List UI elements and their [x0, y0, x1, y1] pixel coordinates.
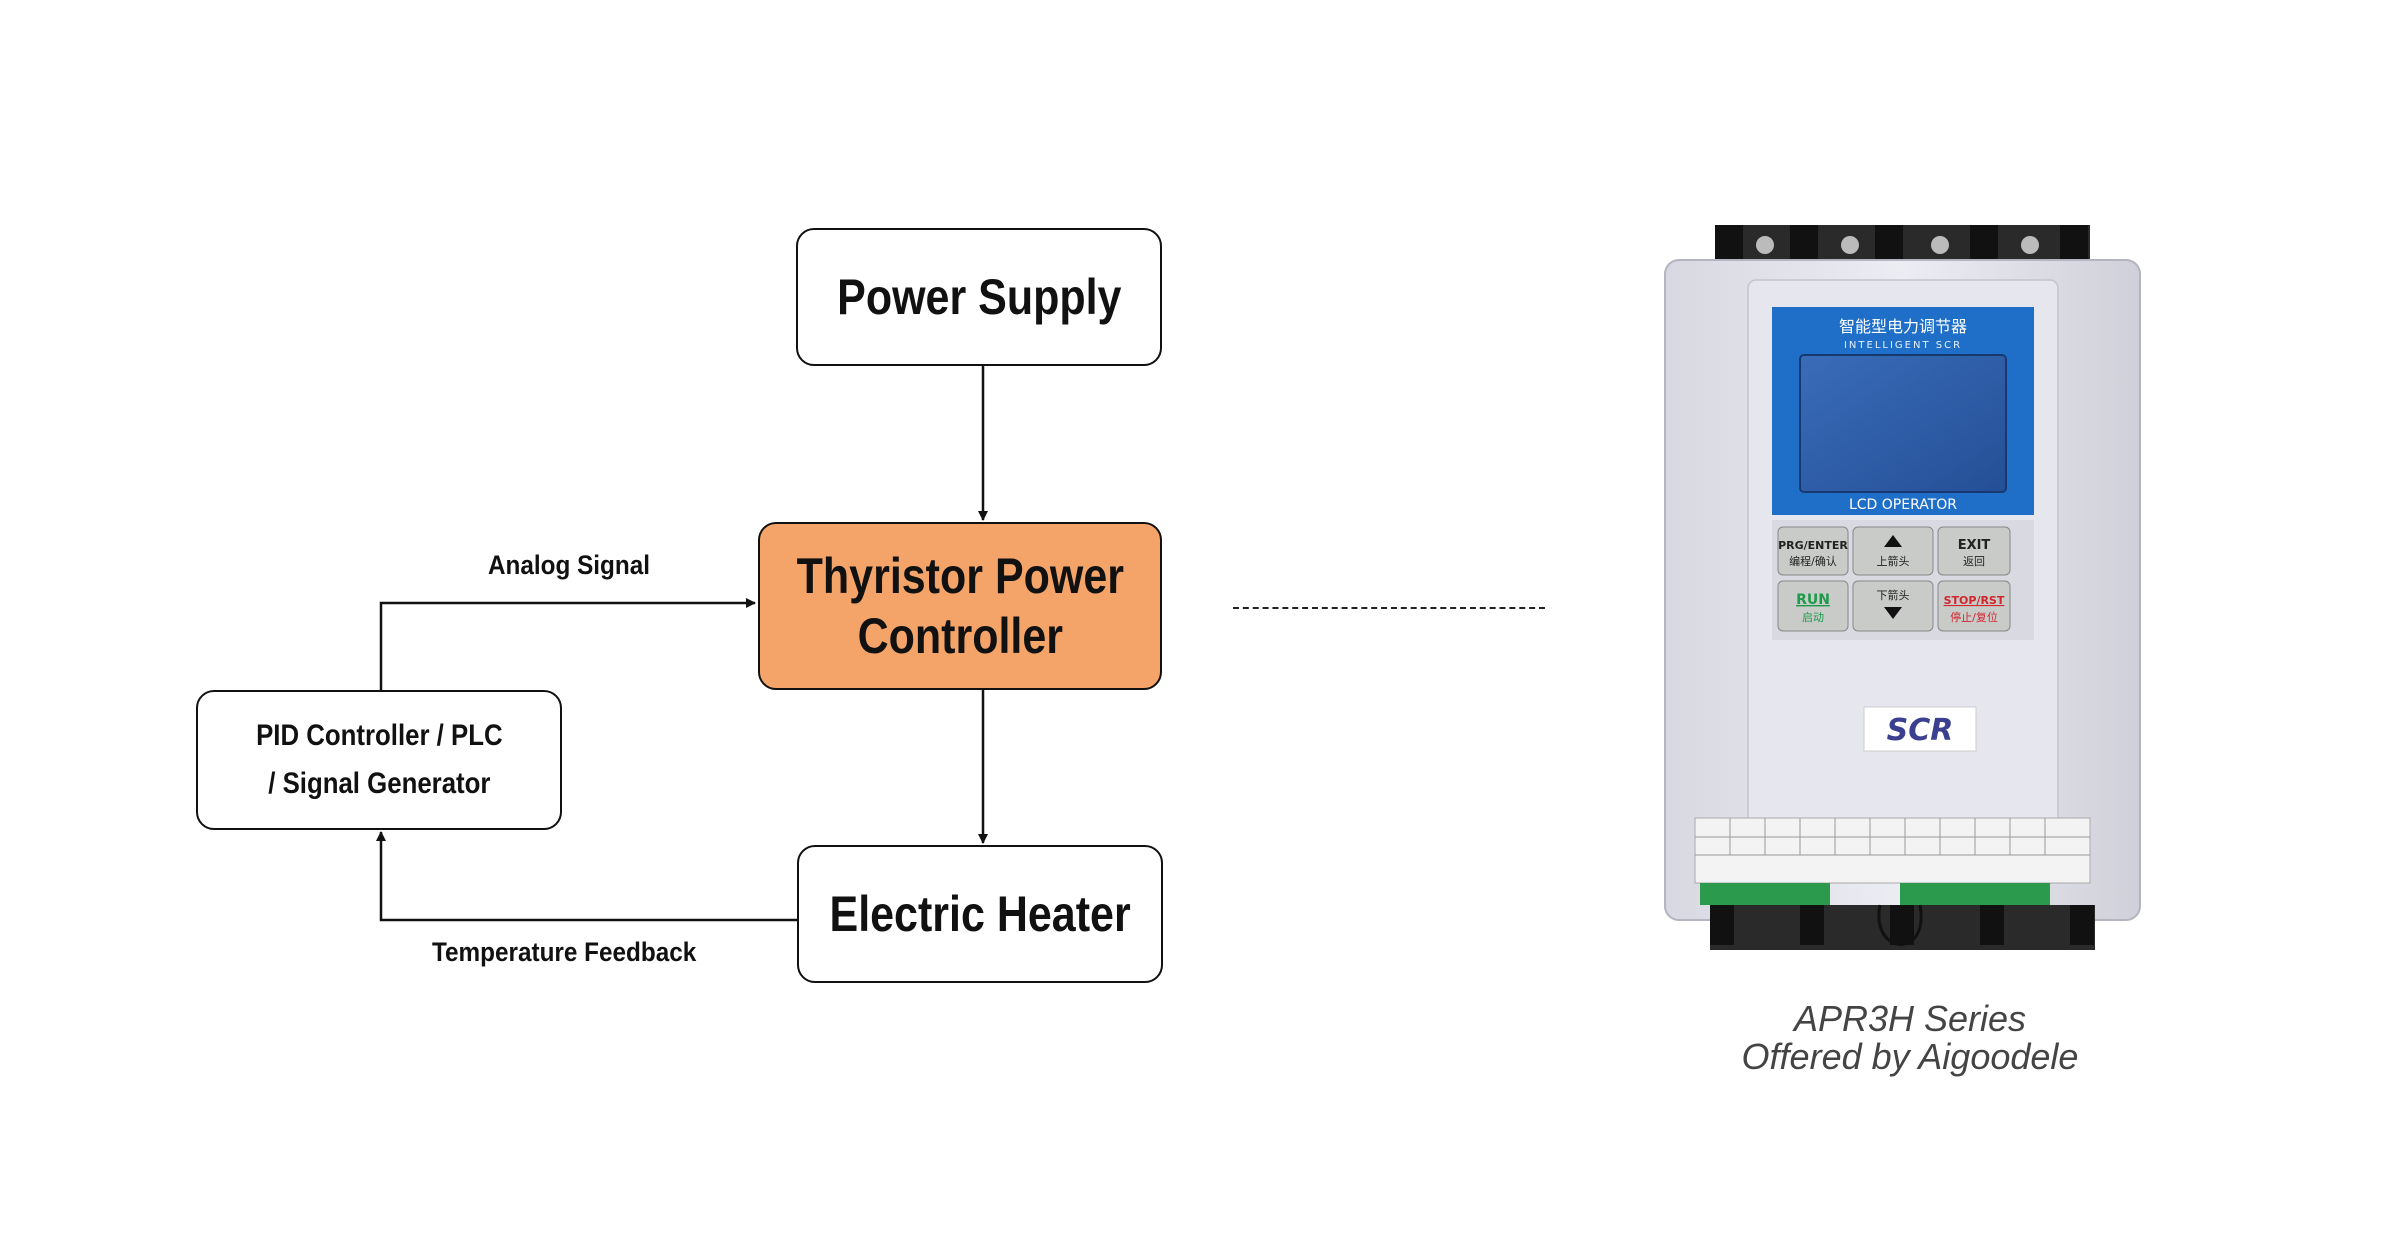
scr-badge — [1863, 706, 1977, 752]
key-down[interactable]: 下箭头 — [1852, 580, 1934, 632]
key-run[interactable]: RUN 启动 — [1777, 580, 1849, 632]
scr-device-image: 智能型电力调节器 INTELLIGENT SCR LCD OPERATOR PR… — [1664, 225, 2141, 950]
scr-badge-label: SCR — [1887, 713, 1954, 748]
panel-title-en: INTELLIGENT SCR — [1844, 340, 1962, 351]
key-stop-rst[interactable]: STOP/RST 停止/复位 — [1937, 580, 2011, 632]
key-prg-enter[interactable]: PRG/ENTER 编程/确认 — [1777, 526, 1849, 576]
terminal-strip — [1694, 817, 2091, 905]
svg-text:EXIT: EXIT — [1958, 538, 1991, 553]
down-arrow-icon — [1884, 607, 1902, 619]
svg-text:返回: 返回 — [1963, 555, 1985, 568]
node-thyristor-label-line1: Thyristor Power — [796, 548, 1124, 604]
up-arrow-icon — [1884, 535, 1902, 547]
bottom-connectors — [1710, 904, 2095, 950]
edge-label-temperature-feedback: Temperature Feedback — [432, 937, 697, 967]
dashed-connector — [1233, 607, 1545, 609]
node-thyristor-power-controller: Thyristor Power Controller — [758, 522, 1162, 690]
svg-text:RUN: RUN — [1796, 592, 1830, 608]
node-pid-label-line1: PID Controller / PLC — [255, 719, 503, 752]
svg-text:PRG/ENTER: PRG/ENTER — [1778, 539, 1848, 552]
panel-title-cn: 智能型电力调节器 — [1839, 317, 1967, 336]
node-pid-controller: PID Controller / PLC / Signal Generator — [196, 690, 562, 830]
lcd-screen — [1799, 354, 2007, 493]
key-exit[interactable]: EXIT 返回 — [1937, 526, 2011, 576]
svg-text:停止/复位: 停止/复位 — [1950, 610, 1998, 624]
node-pid-label-line2: / Signal Generator — [267, 767, 491, 800]
svg-text:下箭头: 下箭头 — [1877, 588, 1910, 602]
product-caption-line1: APR3H Series — [1793, 998, 2027, 1039]
svg-text:编程/确认: 编程/确认 — [1789, 554, 1837, 568]
key-up[interactable]: 上箭头 — [1852, 526, 1934, 576]
node-heater-label: Electric Heater — [829, 886, 1131, 942]
node-electric-heater: Electric Heater — [797, 845, 1163, 983]
arrow-pid-to-thyristor — [379, 598, 756, 690]
node-power-supply: Power Supply — [796, 228, 1162, 366]
edge-label-analog-signal: Analog Signal — [488, 550, 651, 580]
svg-text:启动: 启动 — [1802, 611, 1824, 624]
lcd-operator-label: LCD OPERATOR — [1849, 497, 1957, 513]
arrow-heater-to-pid — [376, 831, 797, 922]
node-power-supply-label: Power Supply — [836, 269, 1122, 325]
product-caption-line2: Offered by Aigoodele — [1741, 1036, 2079, 1077]
node-thyristor-label-line2: Controller — [857, 608, 1063, 664]
svg-text:上箭头: 上箭头 — [1877, 554, 1910, 568]
svg-text:STOP/RST: STOP/RST — [1944, 594, 2005, 607]
